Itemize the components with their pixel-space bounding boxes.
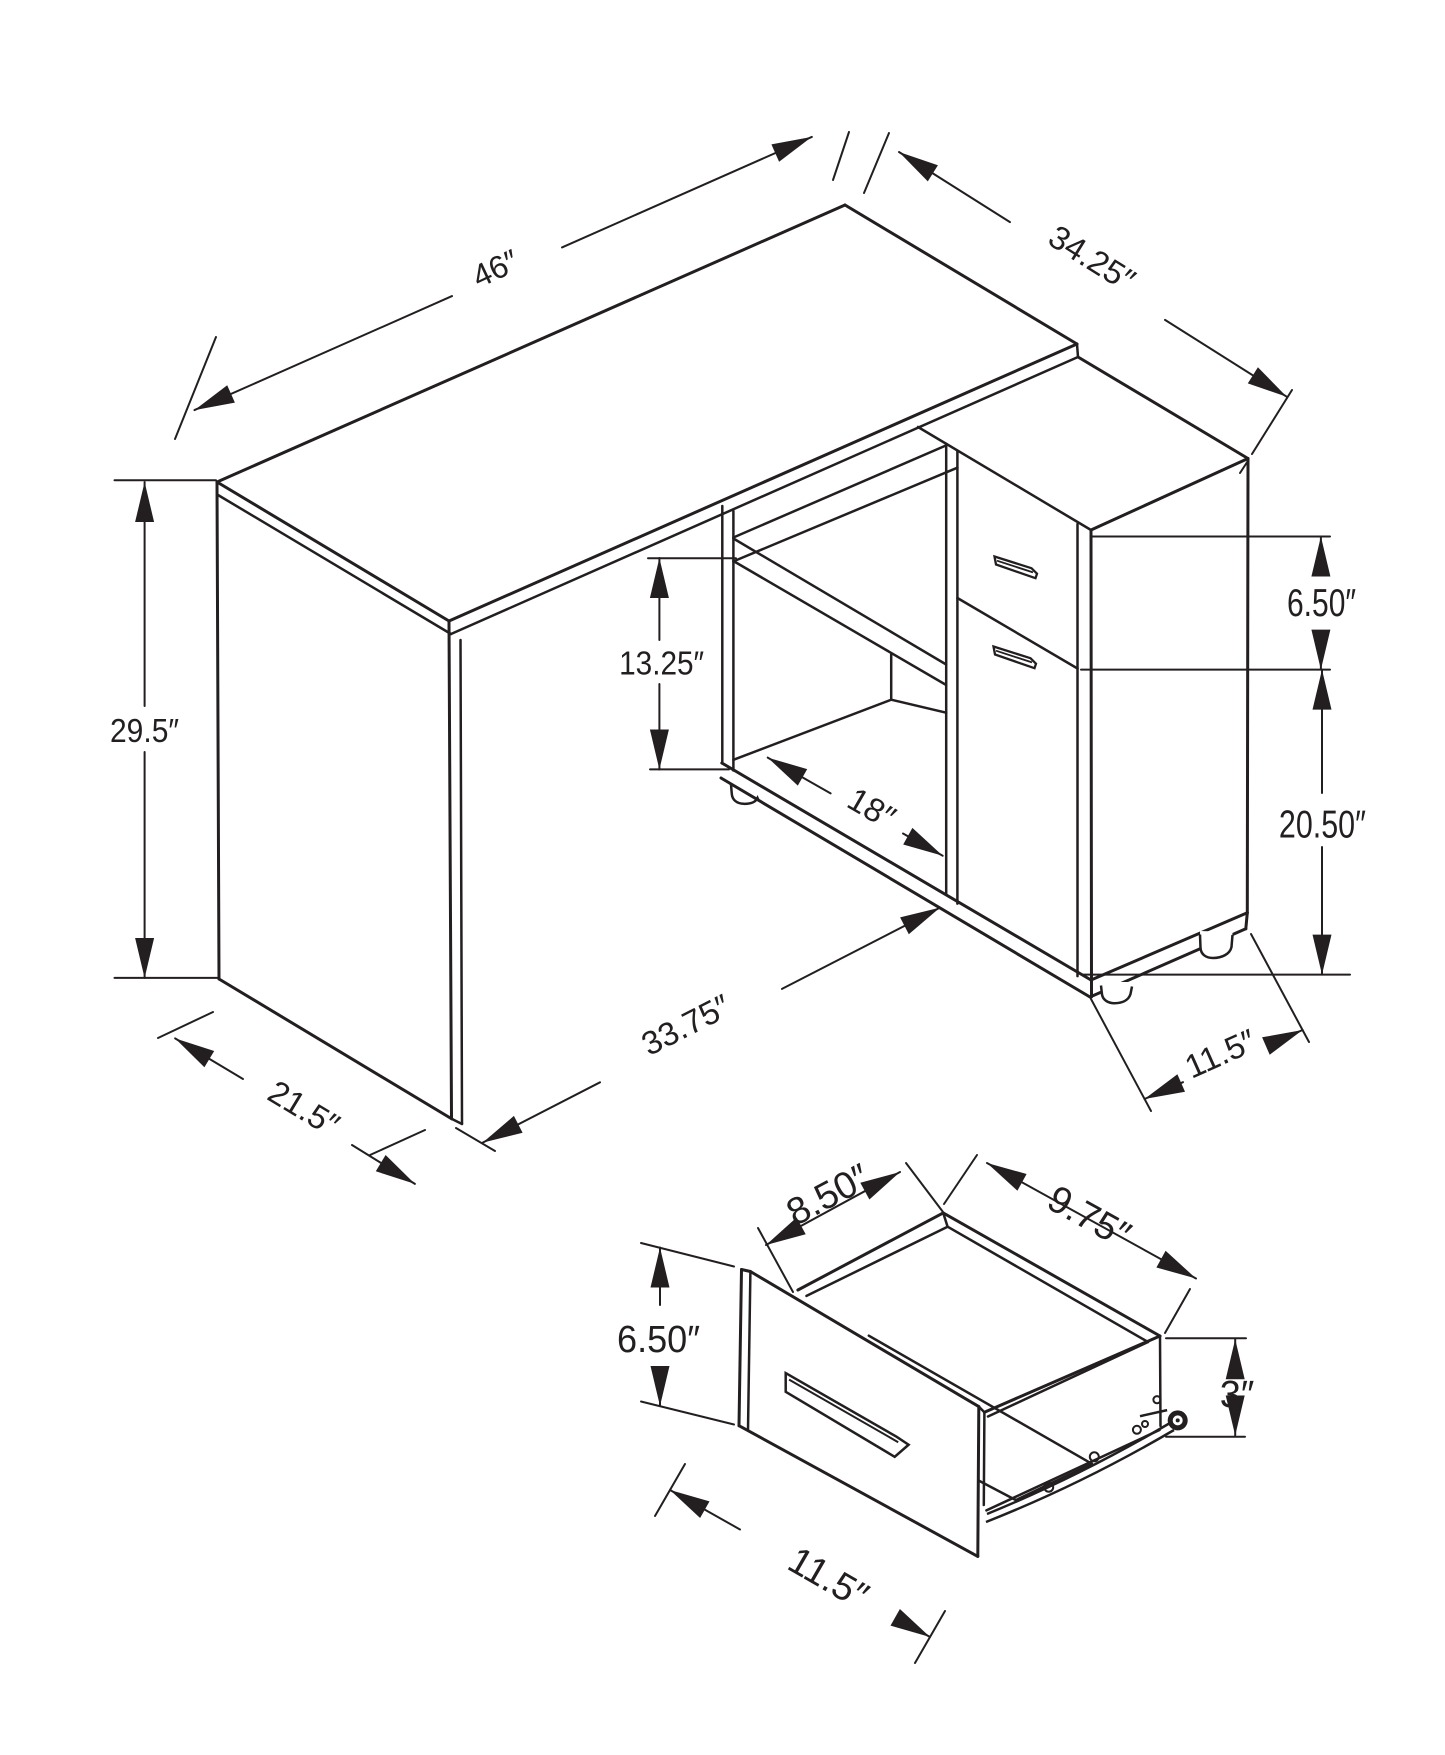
svg-text:6.50″: 6.50″ [1287,582,1356,625]
svg-text:6.50″: 6.50″ [617,1319,700,1361]
svg-text:20.50″: 20.50″ [1279,804,1366,847]
svg-text:29.5″: 29.5″ [110,712,179,749]
svg-text:13.25″: 13.25″ [619,644,704,681]
svg-text:3″: 3″ [1220,1374,1255,1416]
